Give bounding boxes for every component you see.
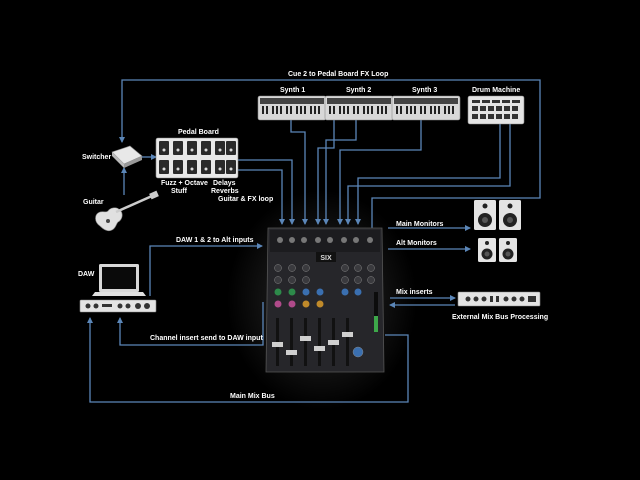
drum-machine bbox=[467, 95, 525, 125]
fuzz-octave-label: Fuzz + Octave bbox=[161, 180, 208, 187]
daw-label: DAW bbox=[78, 271, 95, 278]
reverbs-label: Reverbs bbox=[211, 188, 239, 195]
mix-inserts-label: Mix inserts bbox=[396, 289, 433, 296]
drum-machine-label: Drum Machine bbox=[472, 87, 521, 94]
daw-laptop bbox=[92, 264, 146, 296]
mixer-logo-panel bbox=[316, 252, 336, 262]
external-mix-bus-label: External Mix Bus Processing bbox=[452, 314, 549, 321]
synth1-label: Synth 1 bbox=[280, 87, 306, 94]
channel-insert-send-label: Channel insert send to DAW input bbox=[150, 335, 263, 342]
main-monitors bbox=[474, 200, 521, 230]
synth-3 bbox=[391, 95, 461, 121]
mixer: SIX bbox=[265, 227, 385, 373]
synth-1 bbox=[257, 95, 327, 121]
mixer-logo: SIX bbox=[320, 255, 332, 262]
mixer-knobs bbox=[274, 264, 375, 358]
switcher-label: Switcher bbox=[82, 154, 112, 161]
alt-monitors-label: Alt Monitors bbox=[396, 240, 437, 247]
external-rack-processor bbox=[457, 291, 541, 307]
cue-loop-label: Cue 2 to Pedal Board FX Loop bbox=[288, 71, 389, 78]
signal-wires bbox=[87, 79, 541, 403]
synth-1-keys bbox=[262, 106, 320, 114]
stuff-label: Stuff bbox=[171, 188, 187, 195]
guitar-fx-loop-label: Guitar & FX loop bbox=[218, 196, 274, 203]
main-monitors-label: Main Monitors bbox=[396, 221, 444, 228]
audio-interface bbox=[79, 299, 157, 313]
switcher bbox=[111, 145, 143, 168]
synth2-label: Synth 2 bbox=[346, 87, 372, 94]
synth-2 bbox=[324, 95, 394, 121]
guitar-icon bbox=[95, 190, 159, 232]
alt-monitors bbox=[478, 238, 517, 262]
daw-alt-inputs-label: DAW 1 & 2 to Alt inputs bbox=[176, 237, 254, 244]
synth3-label: Synth 3 bbox=[412, 87, 438, 94]
guitar-label: Guitar bbox=[83, 199, 104, 206]
pedal-board bbox=[155, 137, 239, 179]
main-mix-bus-label: Main Mix Bus bbox=[230, 393, 275, 400]
delays-label: Delays bbox=[213, 180, 236, 187]
pedal-board-label: Pedal Board bbox=[178, 129, 219, 136]
